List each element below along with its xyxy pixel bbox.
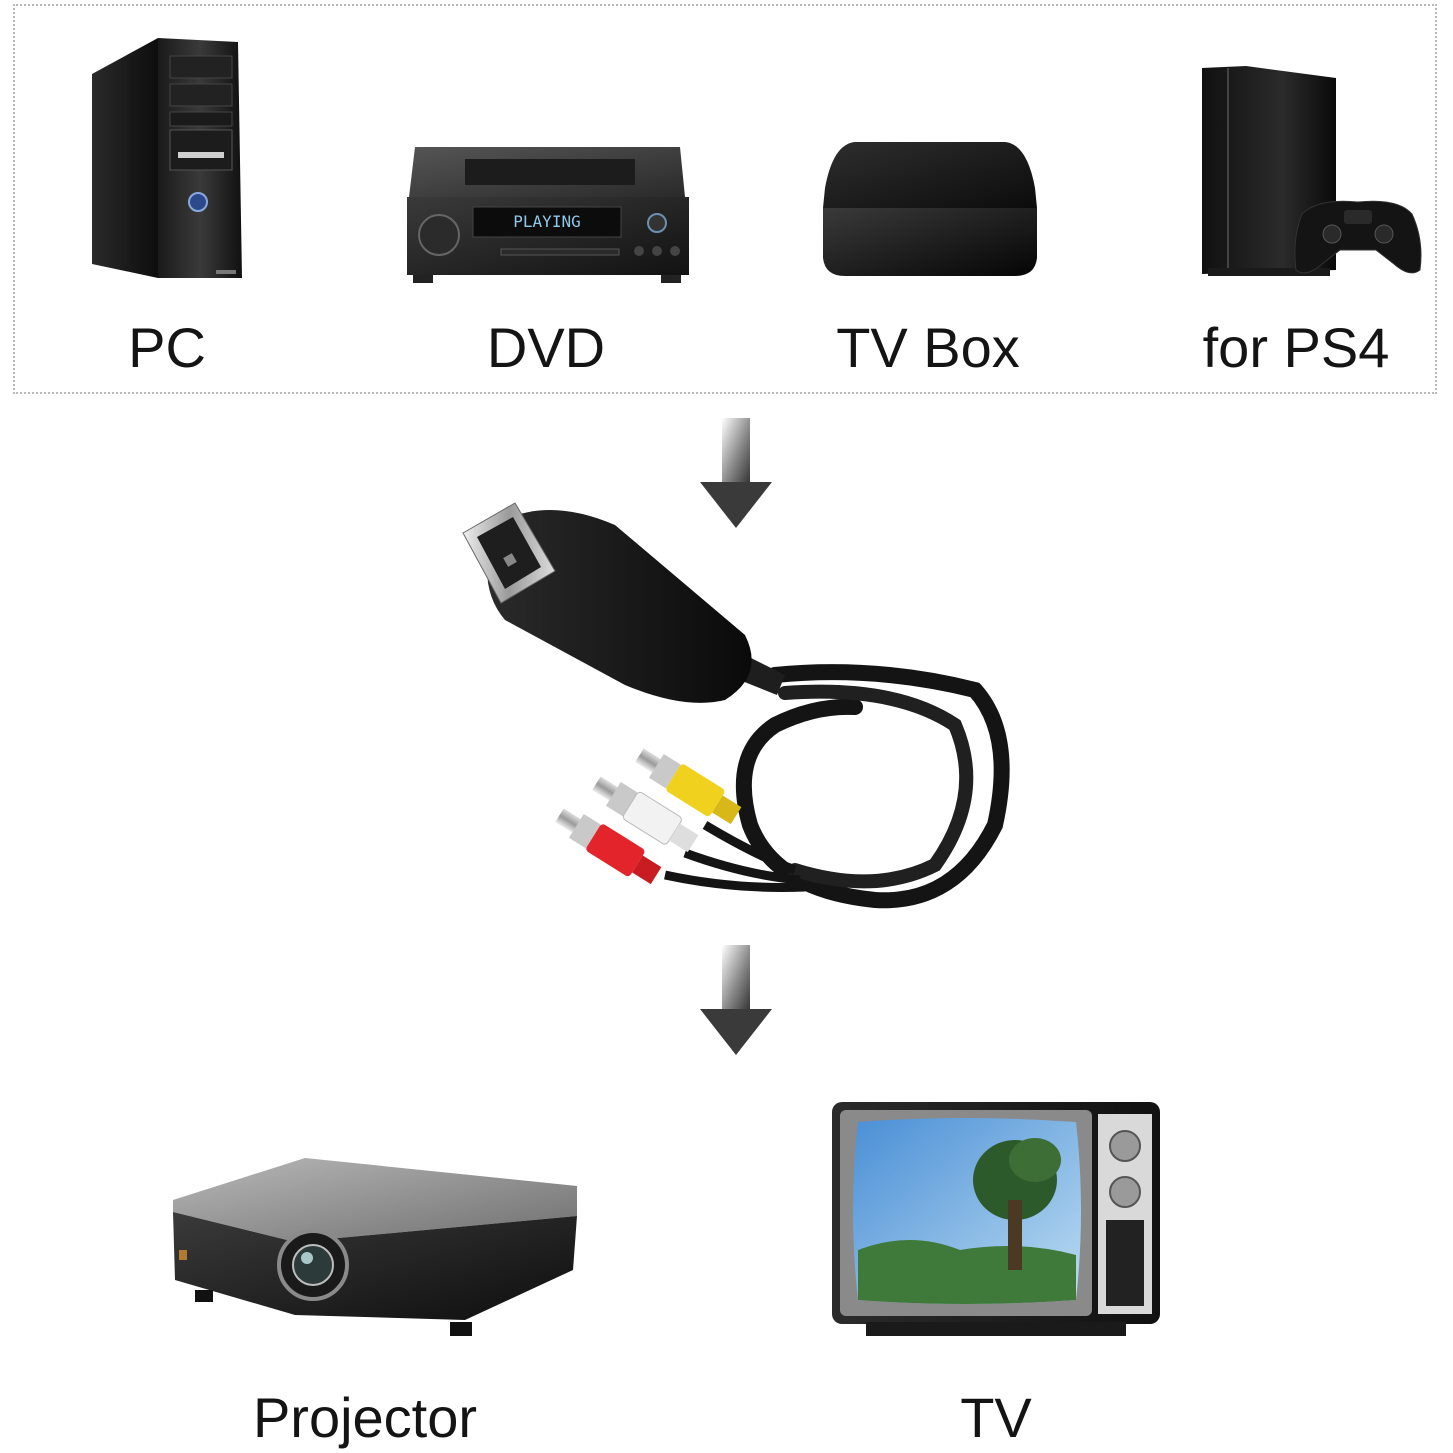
tv-label: TV <box>960 1386 1032 1449</box>
tv-box-image <box>815 138 1045 283</box>
hdmi-to-av-cable-image <box>455 495 1035 925</box>
pc-tower-image <box>88 34 248 284</box>
source-devices-panel <box>13 4 1437 394</box>
dvd-label: DVD <box>486 316 606 379</box>
down-arrow-icon <box>700 945 772 1057</box>
dvd-player-image: PLAYING <box>405 145 690 285</box>
tv-box-label: TV Box <box>836 316 1020 379</box>
tv-image <box>830 1100 1162 1340</box>
ps4-label: for PS4 <box>1202 316 1390 379</box>
dvd-display-text: PLAYING <box>513 212 580 231</box>
yellow-rca-plug <box>666 764 725 817</box>
projector-image <box>165 1150 585 1350</box>
pc-label: PC <box>128 316 206 379</box>
ps4-console-image <box>1198 64 1428 284</box>
projector-label: Projector <box>252 1386 478 1449</box>
down-arrow-icon <box>700 418 772 530</box>
